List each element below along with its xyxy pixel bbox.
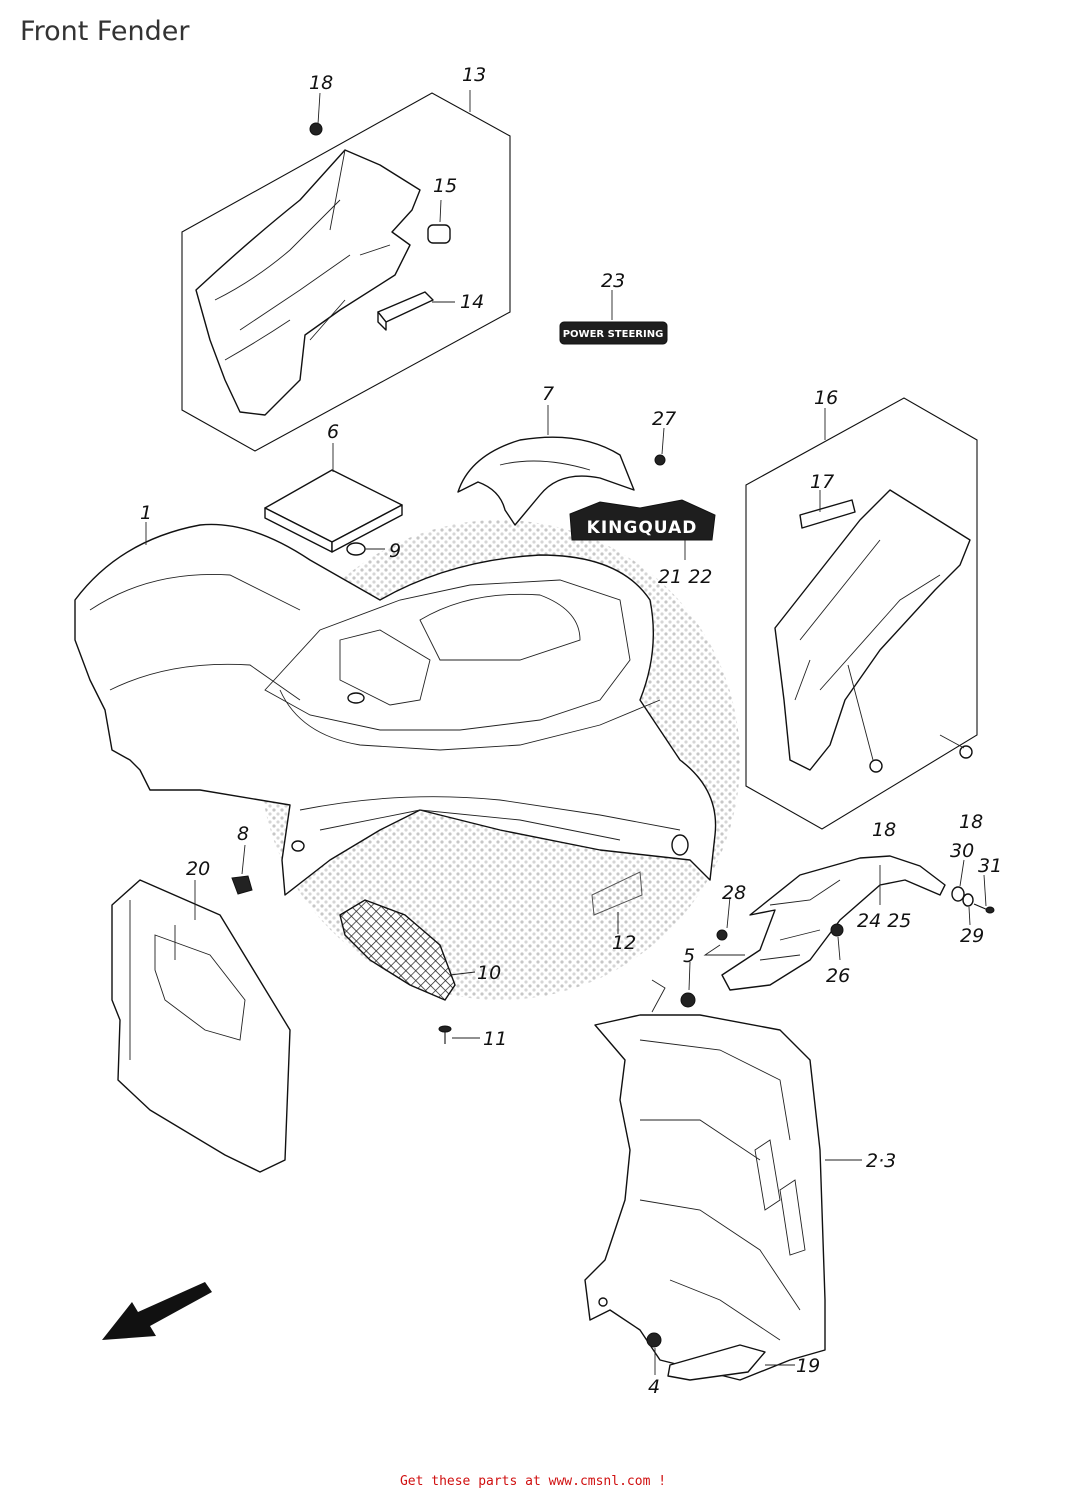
part-5-nut bbox=[680, 992, 696, 1008]
group-box-13 bbox=[181, 92, 511, 452]
callout-11: 11 bbox=[483, 1028, 507, 1050]
callout-15: 15 bbox=[433, 175, 457, 197]
callout-9: 9 bbox=[389, 540, 401, 562]
part-6-lid bbox=[264, 469, 403, 556]
callout-8: 8 bbox=[237, 823, 249, 845]
callout-30: 30 bbox=[950, 840, 974, 862]
callout-24-25: 24 25 bbox=[857, 910, 911, 932]
callout-18-c: 18 bbox=[959, 811, 983, 833]
part-2-3-inner-fender bbox=[584, 1014, 826, 1381]
callout-16: 16 bbox=[814, 387, 838, 409]
callout-28: 28 bbox=[722, 882, 746, 904]
front-direction-arrow-icon bbox=[102, 1282, 212, 1340]
callout-19: 19 bbox=[796, 1355, 820, 1377]
callout-14: 14 bbox=[460, 291, 484, 313]
callout-27: 27 bbox=[652, 408, 676, 430]
part-10-mesh-grille bbox=[339, 899, 456, 1001]
decal-power-steering-text: POWER STEERING bbox=[563, 329, 664, 340]
parts-29-30-31 bbox=[951, 886, 995, 914]
group-box-16 bbox=[745, 397, 978, 830]
callout-26: 26 bbox=[826, 965, 850, 987]
callout-7: 7 bbox=[542, 383, 554, 405]
callout-18-b: 18 bbox=[872, 819, 896, 841]
callout-23: 23 bbox=[601, 270, 625, 292]
footer-link-text[interactable]: Get these parts at www.cmsnl.com ! bbox=[399, 1474, 667, 1489]
part-20-panel bbox=[111, 879, 291, 1173]
part-7-cover bbox=[457, 436, 666, 526]
callout-29: 29 bbox=[960, 925, 984, 947]
callout-4: 4 bbox=[648, 1376, 660, 1398]
part-8-nut bbox=[231, 875, 253, 895]
callout-21-22: 21 22 bbox=[658, 566, 712, 588]
callout-18: 18 bbox=[309, 72, 333, 94]
callout-17: 17 bbox=[810, 471, 834, 493]
callout-labels: 18 13 15 14 23 7 27 16 17 6 9 1 21 22 18… bbox=[140, 64, 1002, 1398]
page-title: Front Fender bbox=[20, 16, 190, 47]
part-1-front-fender bbox=[74, 523, 717, 896]
callout-12: 12 bbox=[612, 932, 636, 954]
decal-kingquad-text: KINGQUAD bbox=[587, 518, 698, 538]
callout-2-3: 2·3 bbox=[866, 1150, 896, 1172]
leader-lines bbox=[145, 90, 987, 1375]
callout-6: 6 bbox=[327, 421, 339, 443]
part-19-strip bbox=[667, 1344, 766, 1381]
decal-kingquad: KINGQUAD bbox=[569, 499, 716, 541]
callout-1: 1 bbox=[140, 502, 152, 524]
callout-10: 10 bbox=[477, 962, 501, 984]
part-4-bolt bbox=[646, 1332, 662, 1348]
callout-31: 31 bbox=[978, 855, 1002, 877]
part-11-screw bbox=[438, 1025, 452, 1044]
callout-20: 20 bbox=[186, 858, 210, 880]
decal-power-steering: POWER STEERING bbox=[559, 321, 668, 345]
callout-5: 5 bbox=[683, 945, 695, 967]
callout-13: 13 bbox=[462, 64, 486, 86]
part-12-reflector bbox=[591, 871, 643, 916]
